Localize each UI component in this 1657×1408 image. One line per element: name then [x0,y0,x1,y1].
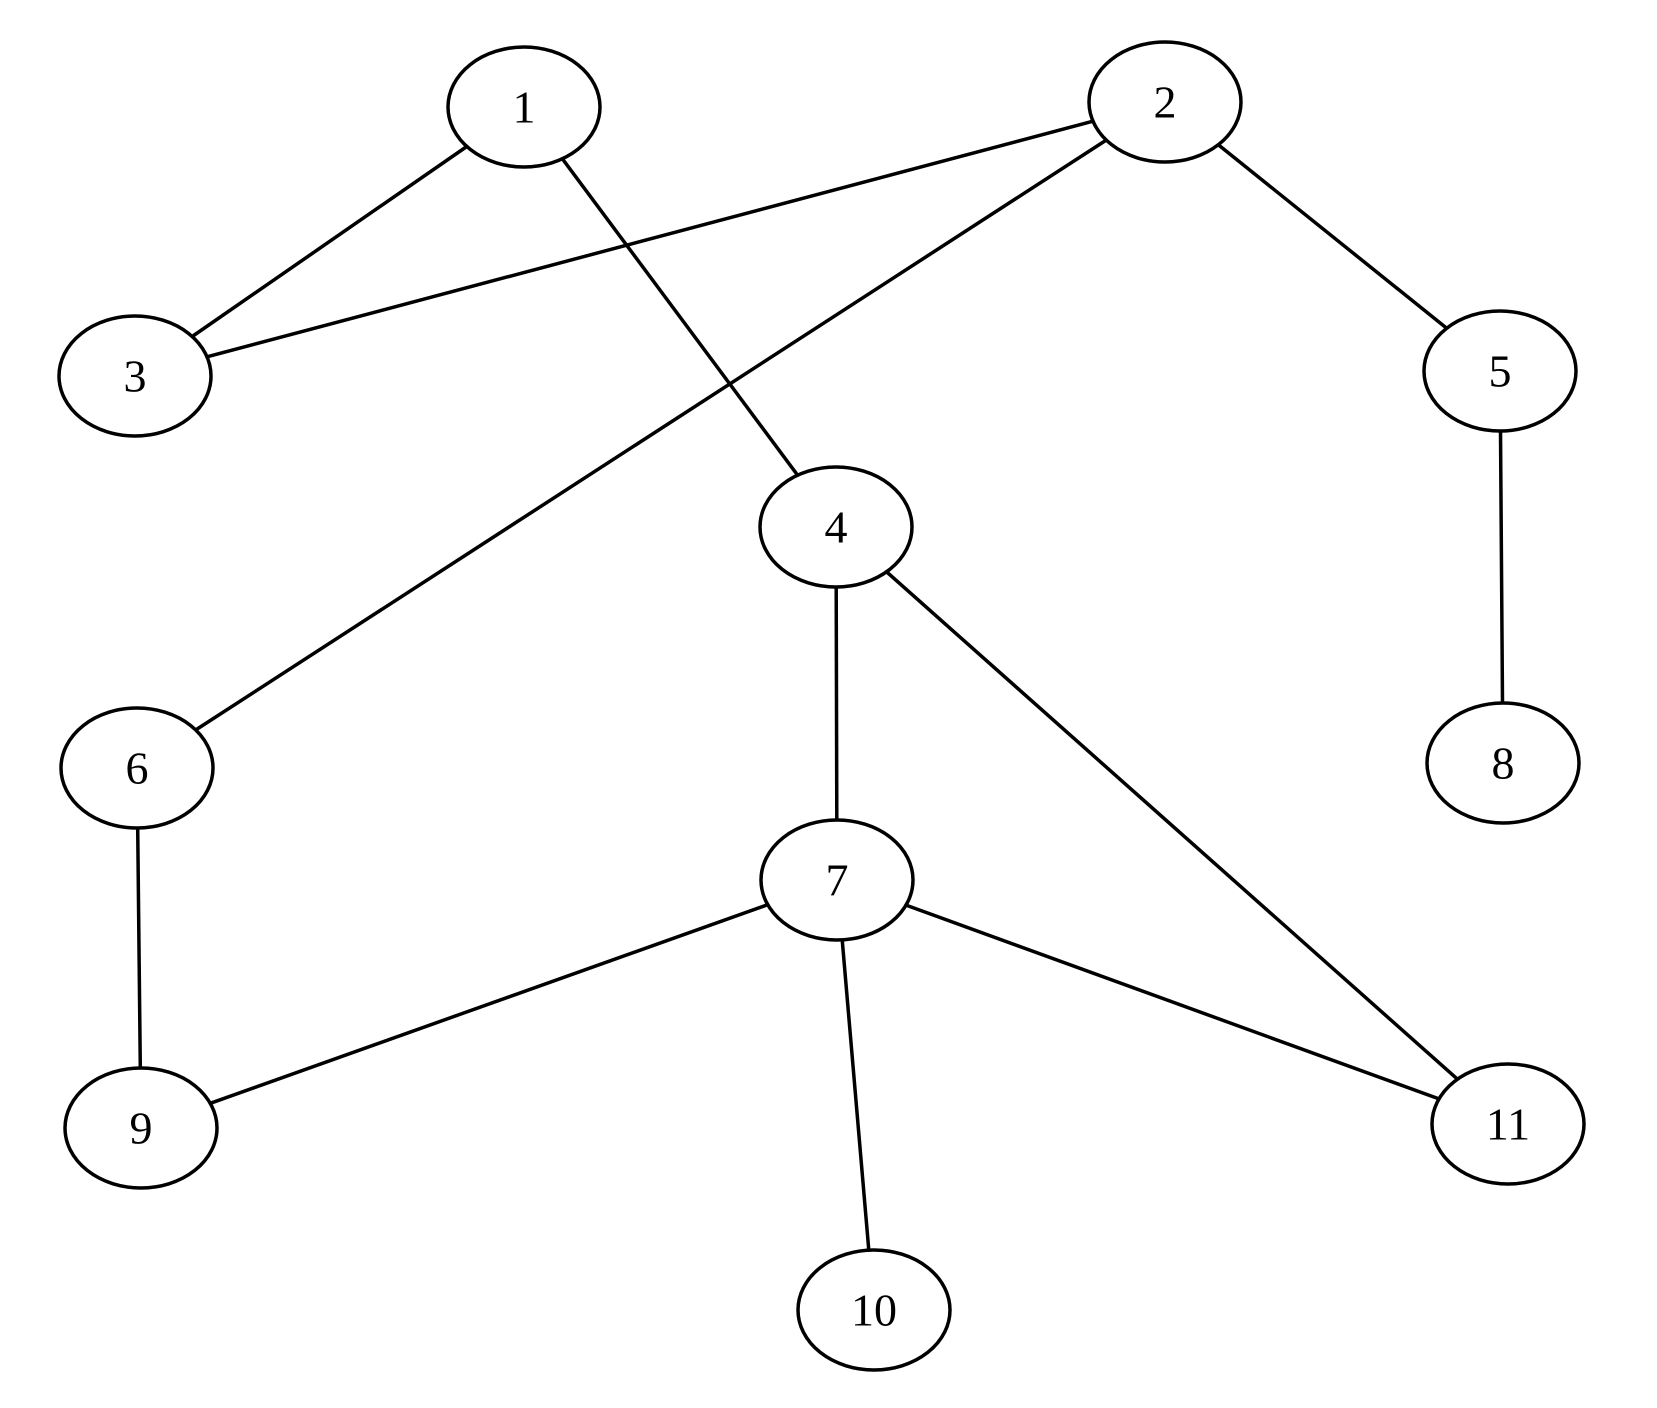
edge-7-10 [840,939,871,1251]
node-ellipse-5 [1422,309,1578,433]
node-8: 8 [1425,701,1581,825]
edge-7-11 [905,903,1440,1101]
edge-7-9 [209,903,769,1105]
edge-2-5 [1217,143,1448,330]
node-2: 2 [1087,40,1243,164]
nodes-layer: 1 2 3 4 5 6 7 8 9 10 11 [57,40,1586,1372]
edge-1-4 [560,157,800,477]
node-label-11: 11 [1486,1099,1530,1150]
edge-1-3 [191,145,468,338]
edge-4-7 [834,586,839,821]
edge-4-11 [885,570,1459,1081]
node-5: 5 [1422,309,1578,433]
node-ellipse-6 [59,706,215,830]
node-10: 10 [796,1248,952,1372]
node-1: 1 [446,45,602,169]
node-ellipse-10 [796,1248,952,1372]
node-label-3: 3 [124,351,147,402]
node-ellipse-7 [759,818,915,942]
node-label-1: 1 [513,82,536,133]
edge-6-9 [135,827,143,1069]
node-label-5: 5 [1489,346,1512,397]
node-ellipse-2 [1087,40,1243,164]
node-ellipse-11 [1430,1062,1586,1186]
node-ellipse-9 [63,1066,219,1190]
node-ellipse-1 [446,45,602,169]
node-label-10: 10 [851,1285,897,1336]
node-3: 3 [57,314,213,438]
node-label-7: 7 [826,855,849,906]
node-6: 6 [59,706,215,830]
node-ellipse-4 [758,465,914,589]
node-label-6: 6 [126,743,149,794]
node-label-8: 8 [1492,738,1515,789]
edges-layer [135,119,1505,1251]
node-label-2: 2 [1154,77,1177,128]
edge-2-3 [206,119,1094,359]
node-ellipse-8 [1425,701,1581,825]
node-ellipse-3 [57,314,213,438]
node-label-9: 9 [130,1103,153,1154]
node-9: 9 [63,1066,219,1190]
node-11: 11 [1430,1062,1586,1186]
edge-2-6 [194,138,1108,732]
edge-5-8 [1498,430,1505,704]
node-label-4: 4 [825,502,848,553]
node-7: 7 [759,818,915,942]
node-4: 4 [758,465,914,589]
